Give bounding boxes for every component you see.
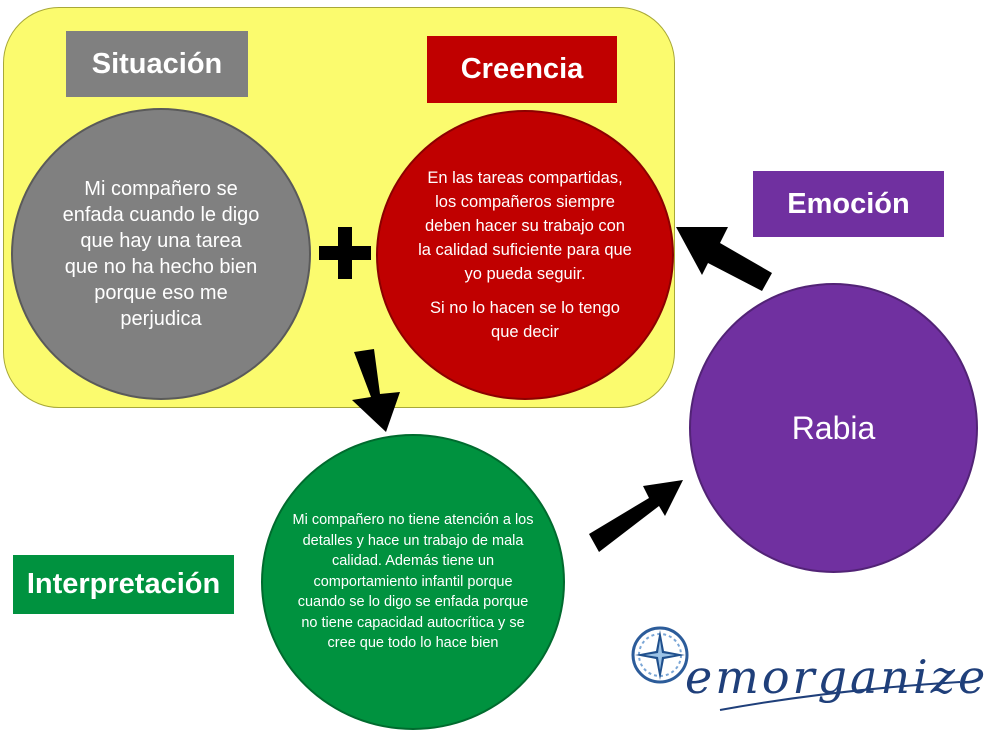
situacion-circle: Mi compañero se enfada cuando le digo qu… (11, 108, 311, 400)
creencia-circle: En las tareas compartidas, los compañero… (376, 110, 674, 400)
arrow-up-left-icon (676, 227, 772, 291)
arrow-down-icon (352, 349, 400, 432)
plus-icon (319, 227, 371, 279)
interpretacion-label: Interpretación (13, 555, 234, 614)
emorganizer-logo-icon (631, 626, 961, 711)
interpretacion-circle: Mi compañero no tiene atención a los det… (261, 434, 565, 730)
situacion-label: Situación (66, 31, 248, 97)
interpretacion-text: Mi compañero no tiene atención a los det… (292, 512, 534, 652)
rabia-text: Rabia (791, 409, 876, 446)
creencia-text: En las tareas compartidas, los compañero… (418, 169, 632, 283)
situacion-text: Mi compañero se enfada cuando le digo qu… (62, 178, 260, 330)
creencia-text-2: Si no lo hacen se lo tengo que decir (430, 299, 620, 341)
creencia-label: Creencia (427, 36, 617, 103)
logo-text: emorganizer (685, 650, 988, 704)
emocion-label: Emoción (753, 171, 944, 237)
rabia-circle: Rabia (689, 283, 978, 573)
arrow-up-right-icon (589, 480, 683, 552)
